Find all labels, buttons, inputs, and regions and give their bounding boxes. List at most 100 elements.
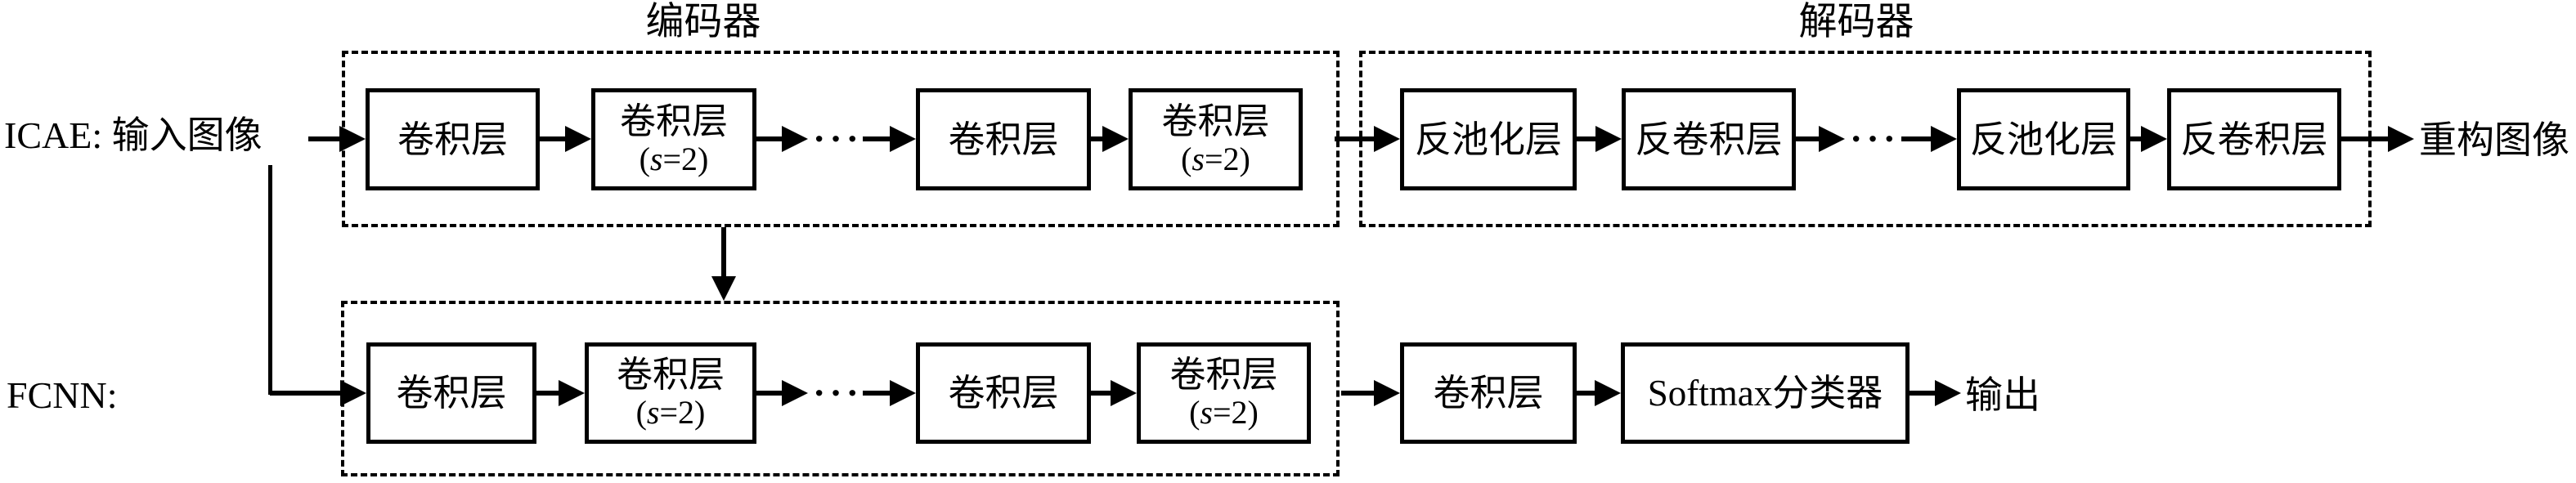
branch-connector-arrow: [270, 379, 366, 407]
s2-var: s: [649, 140, 663, 177]
ellipsis: ···: [813, 372, 864, 414]
ellipsis: ···: [1850, 118, 1901, 159]
s2-var: s: [1192, 140, 1205, 177]
box-label: 卷积层: [617, 355, 725, 395]
box-label: 反池化层: [1969, 119, 2117, 160]
arrow-shaft: [756, 136, 787, 141]
arrow-shaft: [2130, 136, 2146, 141]
arrow-right: [1091, 125, 1129, 153]
arrow-right: [2341, 125, 2414, 153]
arrow-shaft: [1796, 136, 1824, 141]
arrow-head: [711, 276, 736, 301]
arrow-head: [339, 126, 366, 152]
arrow-right: [2130, 125, 2167, 153]
arrow-shaft: [1341, 391, 1379, 396]
fcnn-label: FCNN:: [7, 374, 118, 416]
arrow-right: [1335, 125, 1400, 153]
arrow-right: [1796, 125, 1845, 153]
arrow-right: [1901, 125, 1957, 153]
arrow-head: [890, 126, 916, 152]
arrow-shaft: [863, 136, 895, 141]
input-image-label: ICAE: 输入图像: [4, 114, 263, 156]
arrow-right: [1577, 125, 1622, 153]
conv-layer-s2-box: 卷积层 (s=2): [1137, 342, 1311, 444]
s2-close: =2): [1213, 394, 1259, 431]
box-label: 卷积层: [396, 373, 507, 414]
box-label: Softmax分类器: [1647, 373, 1883, 414]
conv-layer-box: 卷积层: [1400, 342, 1577, 444]
stride-sublabel: (s=2): [639, 140, 709, 177]
branch-connector-vertical: [268, 165, 272, 395]
arrow-head: [1374, 380, 1400, 406]
stride-sublabel: (s=2): [1189, 396, 1259, 430]
arrow-head: [565, 126, 591, 152]
arrow-shaft: [540, 136, 570, 141]
arrow-right: [863, 125, 916, 153]
arrow-shaft: [2341, 136, 2393, 141]
ellipsis: ···: [813, 118, 864, 159]
conv-layer-box: 卷积层: [366, 88, 540, 190]
arrow-shaft: [1091, 136, 1107, 141]
box-label: 卷积层: [397, 119, 508, 160]
s2-close: =2): [1205, 140, 1250, 177]
conv-layer-box: 卷积层: [916, 342, 1091, 444]
conv-layer-box: 卷积层: [366, 342, 536, 444]
s2-open: (: [639, 140, 650, 177]
box-label: 反池化层: [1414, 119, 1562, 160]
deconv-layer-box: 反卷积层: [2167, 88, 2341, 190]
arrow-head: [2141, 126, 2167, 152]
box-label: 卷积层: [1433, 373, 1544, 414]
s2-var: s: [646, 394, 660, 431]
arrow-head: [1595, 126, 1622, 152]
arrow-head: [782, 126, 808, 152]
arrow-shaft: [536, 391, 563, 396]
arrow-right: [540, 125, 591, 153]
box-label: 卷积层: [948, 373, 1059, 414]
arrow-shaft: [1577, 391, 1600, 396]
box-label: 卷积层: [620, 101, 728, 141]
arrow-shaft: [308, 136, 344, 141]
arrow-right: [536, 379, 585, 407]
conv-layer-s2-box: 卷积层 (s=2): [585, 342, 756, 444]
s2-close: =2): [659, 394, 706, 431]
decoder-title: 解码器: [1798, 1, 1914, 43]
conv-layer-s2-box: 卷积层 (s=2): [1129, 88, 1303, 190]
arrow-head: [1111, 380, 1137, 406]
box-label: 卷积层: [1169, 355, 1278, 395]
arrow-right: [1577, 379, 1621, 407]
stride-sublabel: (s=2): [1181, 140, 1250, 177]
softmax-classifier-box: Softmax分类器: [1621, 342, 1910, 444]
arrow-head: [782, 380, 808, 406]
encoder-title: 编码器: [645, 1, 761, 43]
s2-close: =2): [662, 140, 709, 177]
arrow-head: [340, 380, 366, 406]
arrow-right: [863, 379, 916, 407]
conv-layer-s2-box: 卷积层 (s=2): [591, 88, 756, 190]
arrow-shaft: [1577, 136, 1600, 141]
box-label: 反卷积层: [1635, 119, 1783, 160]
arrow-head: [1931, 126, 1957, 152]
box-label: 反卷积层: [2180, 119, 2328, 160]
arrow-shaft: [270, 391, 345, 396]
arrow-shaft: [721, 227, 726, 280]
arrow-head: [1595, 380, 1621, 406]
s2-open: (: [635, 394, 647, 431]
conv-layer-box: 卷积层: [916, 88, 1091, 190]
arrow-head: [1819, 126, 1845, 152]
arrow-head: [890, 380, 916, 406]
encoder-to-fcnn-arrow: [710, 227, 738, 301]
arrow-shaft: [756, 391, 787, 396]
unpool-layer-box: 反池化层: [1957, 88, 2130, 190]
arrow-right: [1341, 379, 1400, 407]
stride-sublabel: (s=2): [636, 396, 706, 430]
arrow-shaft: [1335, 136, 1379, 141]
arrow-head: [1374, 126, 1400, 152]
arrow-right: [308, 125, 366, 153]
box-label: 卷积层: [1161, 101, 1270, 141]
output-label: 输出: [1965, 374, 2040, 416]
s2-var: s: [1200, 394, 1213, 431]
arrow-right: [756, 125, 808, 153]
reconstructed-image-label: 重构图像: [2419, 119, 2569, 161]
arrow-head: [2388, 126, 2414, 152]
